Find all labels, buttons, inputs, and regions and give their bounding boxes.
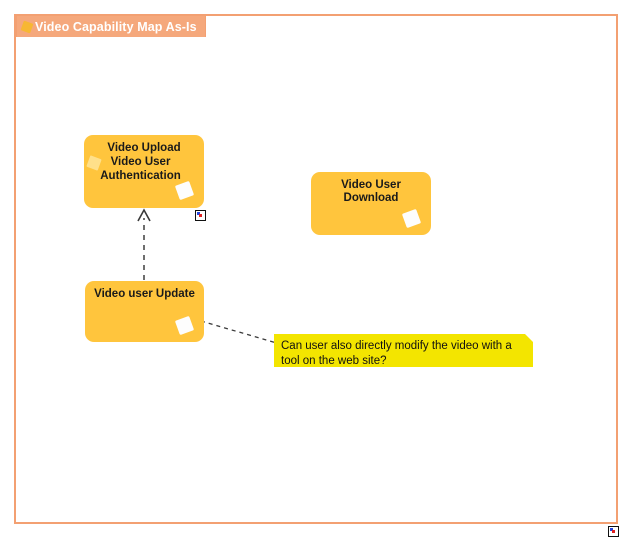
capability-video-user-update[interactable]: Video user Update (85, 281, 204, 342)
capability-video-upload[interactable]: Video Upload (84, 135, 204, 208)
capability-video-user-download-label: Video User Download (341, 179, 401, 204)
capability-marker-icon (174, 315, 195, 336)
capability-video-user-authentication-label: Video User Authentication (100, 156, 181, 182)
view-frame (14, 14, 618, 524)
marker-dot-blue (610, 528, 613, 531)
marker-dot-red (612, 530, 615, 533)
note-fold-corner (525, 334, 533, 342)
note-text: Can user also directly modify the video … (281, 340, 512, 367)
marker-dot-blue (197, 212, 200, 215)
element-marker-upload[interactable] (195, 210, 206, 221)
view-title: Video Capability Map As-Is (35, 19, 197, 34)
marker-dot-red (199, 214, 202, 217)
capability-marker-icon (401, 208, 422, 229)
capability-video-upload-label: Video Upload (107, 142, 181, 154)
element-marker-view[interactable] (608, 526, 619, 537)
capability-video-user-download[interactable]: Video User Download (311, 172, 431, 235)
note-shape[interactable]: Can user also directly modify the video … (274, 334, 533, 367)
capability-marker-icon (174, 180, 195, 201)
diamond-icon (20, 20, 34, 33)
capability-video-user-update-label: Video user Update (94, 288, 195, 300)
view-title-tab[interactable]: Video Capability Map As-Is (16, 15, 206, 37)
